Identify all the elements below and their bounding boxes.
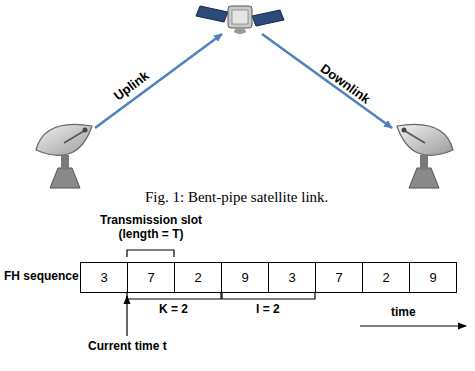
- sequence-cell: 2: [174, 262, 222, 293]
- k-label: K = 2: [159, 303, 188, 317]
- slot-label: Transmission slot (length = T): [95, 214, 207, 242]
- hop-number: 9: [429, 270, 436, 285]
- figure-caption: Fig. 1: Bent-pipe satellite link.: [145, 189, 328, 206]
- hop-number: 9: [241, 270, 248, 285]
- sequence-cell: 7: [127, 262, 175, 293]
- current-time-arrow: [126, 296, 127, 336]
- hop-number: 2: [382, 270, 389, 285]
- slot-bracket: [127, 250, 174, 257]
- current-time-label: Current time t: [88, 340, 167, 354]
- uplink-arrow: [95, 34, 222, 128]
- hop-number: 7: [335, 270, 342, 285]
- sequence-cell: 2: [362, 262, 410, 293]
- sequence-cell: 7: [315, 262, 363, 293]
- k-bracket: [127, 293, 221, 299]
- axis-label: time: [391, 306, 416, 320]
- hop-number: 2: [194, 270, 201, 285]
- hop-number: 7: [147, 270, 154, 285]
- sequence-cell: 3: [80, 262, 128, 293]
- sequence-cell: 3: [268, 262, 316, 293]
- ground-dish: [397, 124, 453, 188]
- link-label: Downlink: [317, 61, 373, 107]
- ground-dish: [36, 124, 92, 188]
- l-bracket: [222, 293, 315, 299]
- hop-number: 3: [100, 270, 107, 285]
- downlink-arrow: [262, 34, 392, 128]
- time-arrow: [360, 325, 466, 326]
- sequence-cell: 9: [409, 262, 457, 293]
- sequence-cell: 9: [221, 262, 269, 293]
- row-label: FH sequence: [4, 270, 79, 284]
- link-label: Uplink: [111, 69, 152, 105]
- satellite: [196, 6, 284, 34]
- hop-number: 3: [288, 270, 295, 285]
- l-label: l = 2: [256, 303, 280, 317]
